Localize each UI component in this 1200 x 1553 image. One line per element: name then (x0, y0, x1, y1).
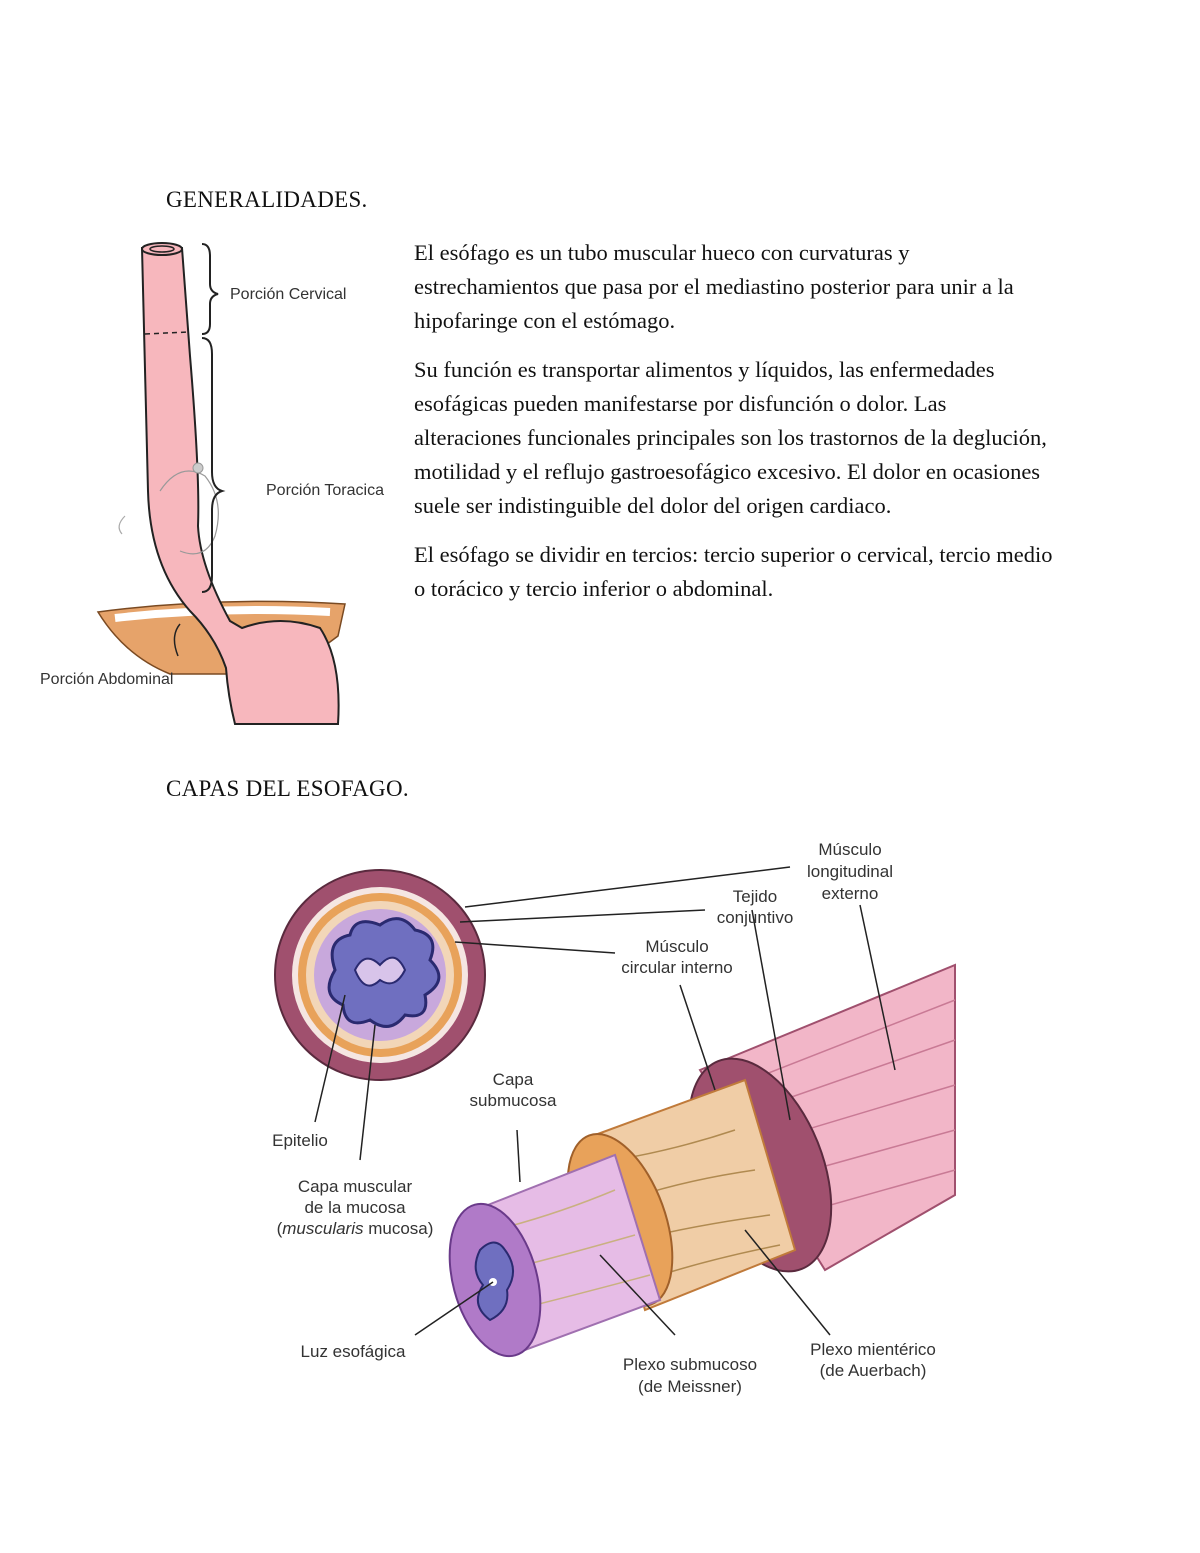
cervical-brace (201, 243, 219, 335)
aorta-node (192, 462, 204, 474)
section-heading-generalidades: GENERALIDADES. (166, 187, 368, 212)
label-capa-musc-1: Capa muscular (298, 1177, 413, 1196)
label-musculo-long-3: externo (822, 884, 879, 903)
label-epitelio: Epitelio (272, 1131, 328, 1150)
paragraph-definition: El esófago es un tubo muscular hueco con… (414, 240, 1014, 333)
aorta-sketch (159, 470, 219, 555)
leader-lines (314, 866, 896, 1336)
label-musculo-long-2: longitudinal (807, 862, 893, 881)
label-luz: Luz esofágica (301, 1342, 406, 1361)
label-capa-musc-2: de la mucosa (304, 1198, 406, 1217)
cervical-boundary-line (144, 331, 189, 335)
label-tejido-1: Tejido (733, 887, 777, 906)
vessel-sketch (118, 515, 126, 535)
label-capa-sub-1: Capa (493, 1070, 534, 1089)
esophagus-portions-figure: Porción Cervical Porción Toracica Porció… (40, 242, 384, 725)
intro-text: El esófago es un tubo muscular hueco con… (414, 236, 1054, 621)
label-abdominal: Porción Abdominal (40, 671, 173, 688)
label-tejido-2: conjuntivo (717, 908, 794, 927)
label-cervical: Porción Cervical (230, 286, 346, 303)
abdominal-brace (173, 623, 181, 657)
paragraph-function: Su función es transportar alimentos y lí… (414, 357, 1047, 518)
label-musculo-circ-1: Músculo (645, 937, 708, 956)
label-capa-musc-3b: muscularis (282, 1219, 364, 1238)
label-musculo-long-1: Músculo (818, 840, 881, 859)
label-plexo-mien-1: Plexo mientérico (810, 1340, 936, 1359)
label-capa-sub-2: submucosa (470, 1091, 557, 1110)
cross-section (274, 869, 486, 1081)
thoracic-brace (201, 337, 226, 593)
label-toracica: Porción Toracica (266, 482, 384, 499)
myenteric-plexus-lines (614, 1129, 781, 1281)
esophagus-lumen (149, 245, 175, 253)
esophagus-shape (140, 247, 340, 725)
section-heading-capas: CAPAS DEL ESOFAGO. (166, 776, 409, 801)
cross-lumen (353, 956, 407, 987)
label-capa-musc-3: (muscularis mucosa) (277, 1219, 434, 1238)
label-capa-musc-3c: mucosa) (364, 1219, 434, 1238)
label-musculo-circ-2: circular interno (621, 958, 733, 977)
esophagus-layers-figure: Músculo longitudinal externo Tejido conj… (272, 840, 956, 1396)
paragraph-division: El esófago se dividir en tercios: tercio… (414, 542, 1053, 601)
label-plexo-sub-2: (de Meissner) (638, 1377, 742, 1396)
esophagus-top-opening (141, 242, 183, 256)
label-plexo-sub-1: Plexo submucoso (623, 1355, 757, 1374)
label-plexo-mien-2: (de Auerbach) (820, 1361, 927, 1380)
muscle-striations (724, 999, 956, 1216)
label-capa-musc-3a: ( (277, 1219, 283, 1238)
